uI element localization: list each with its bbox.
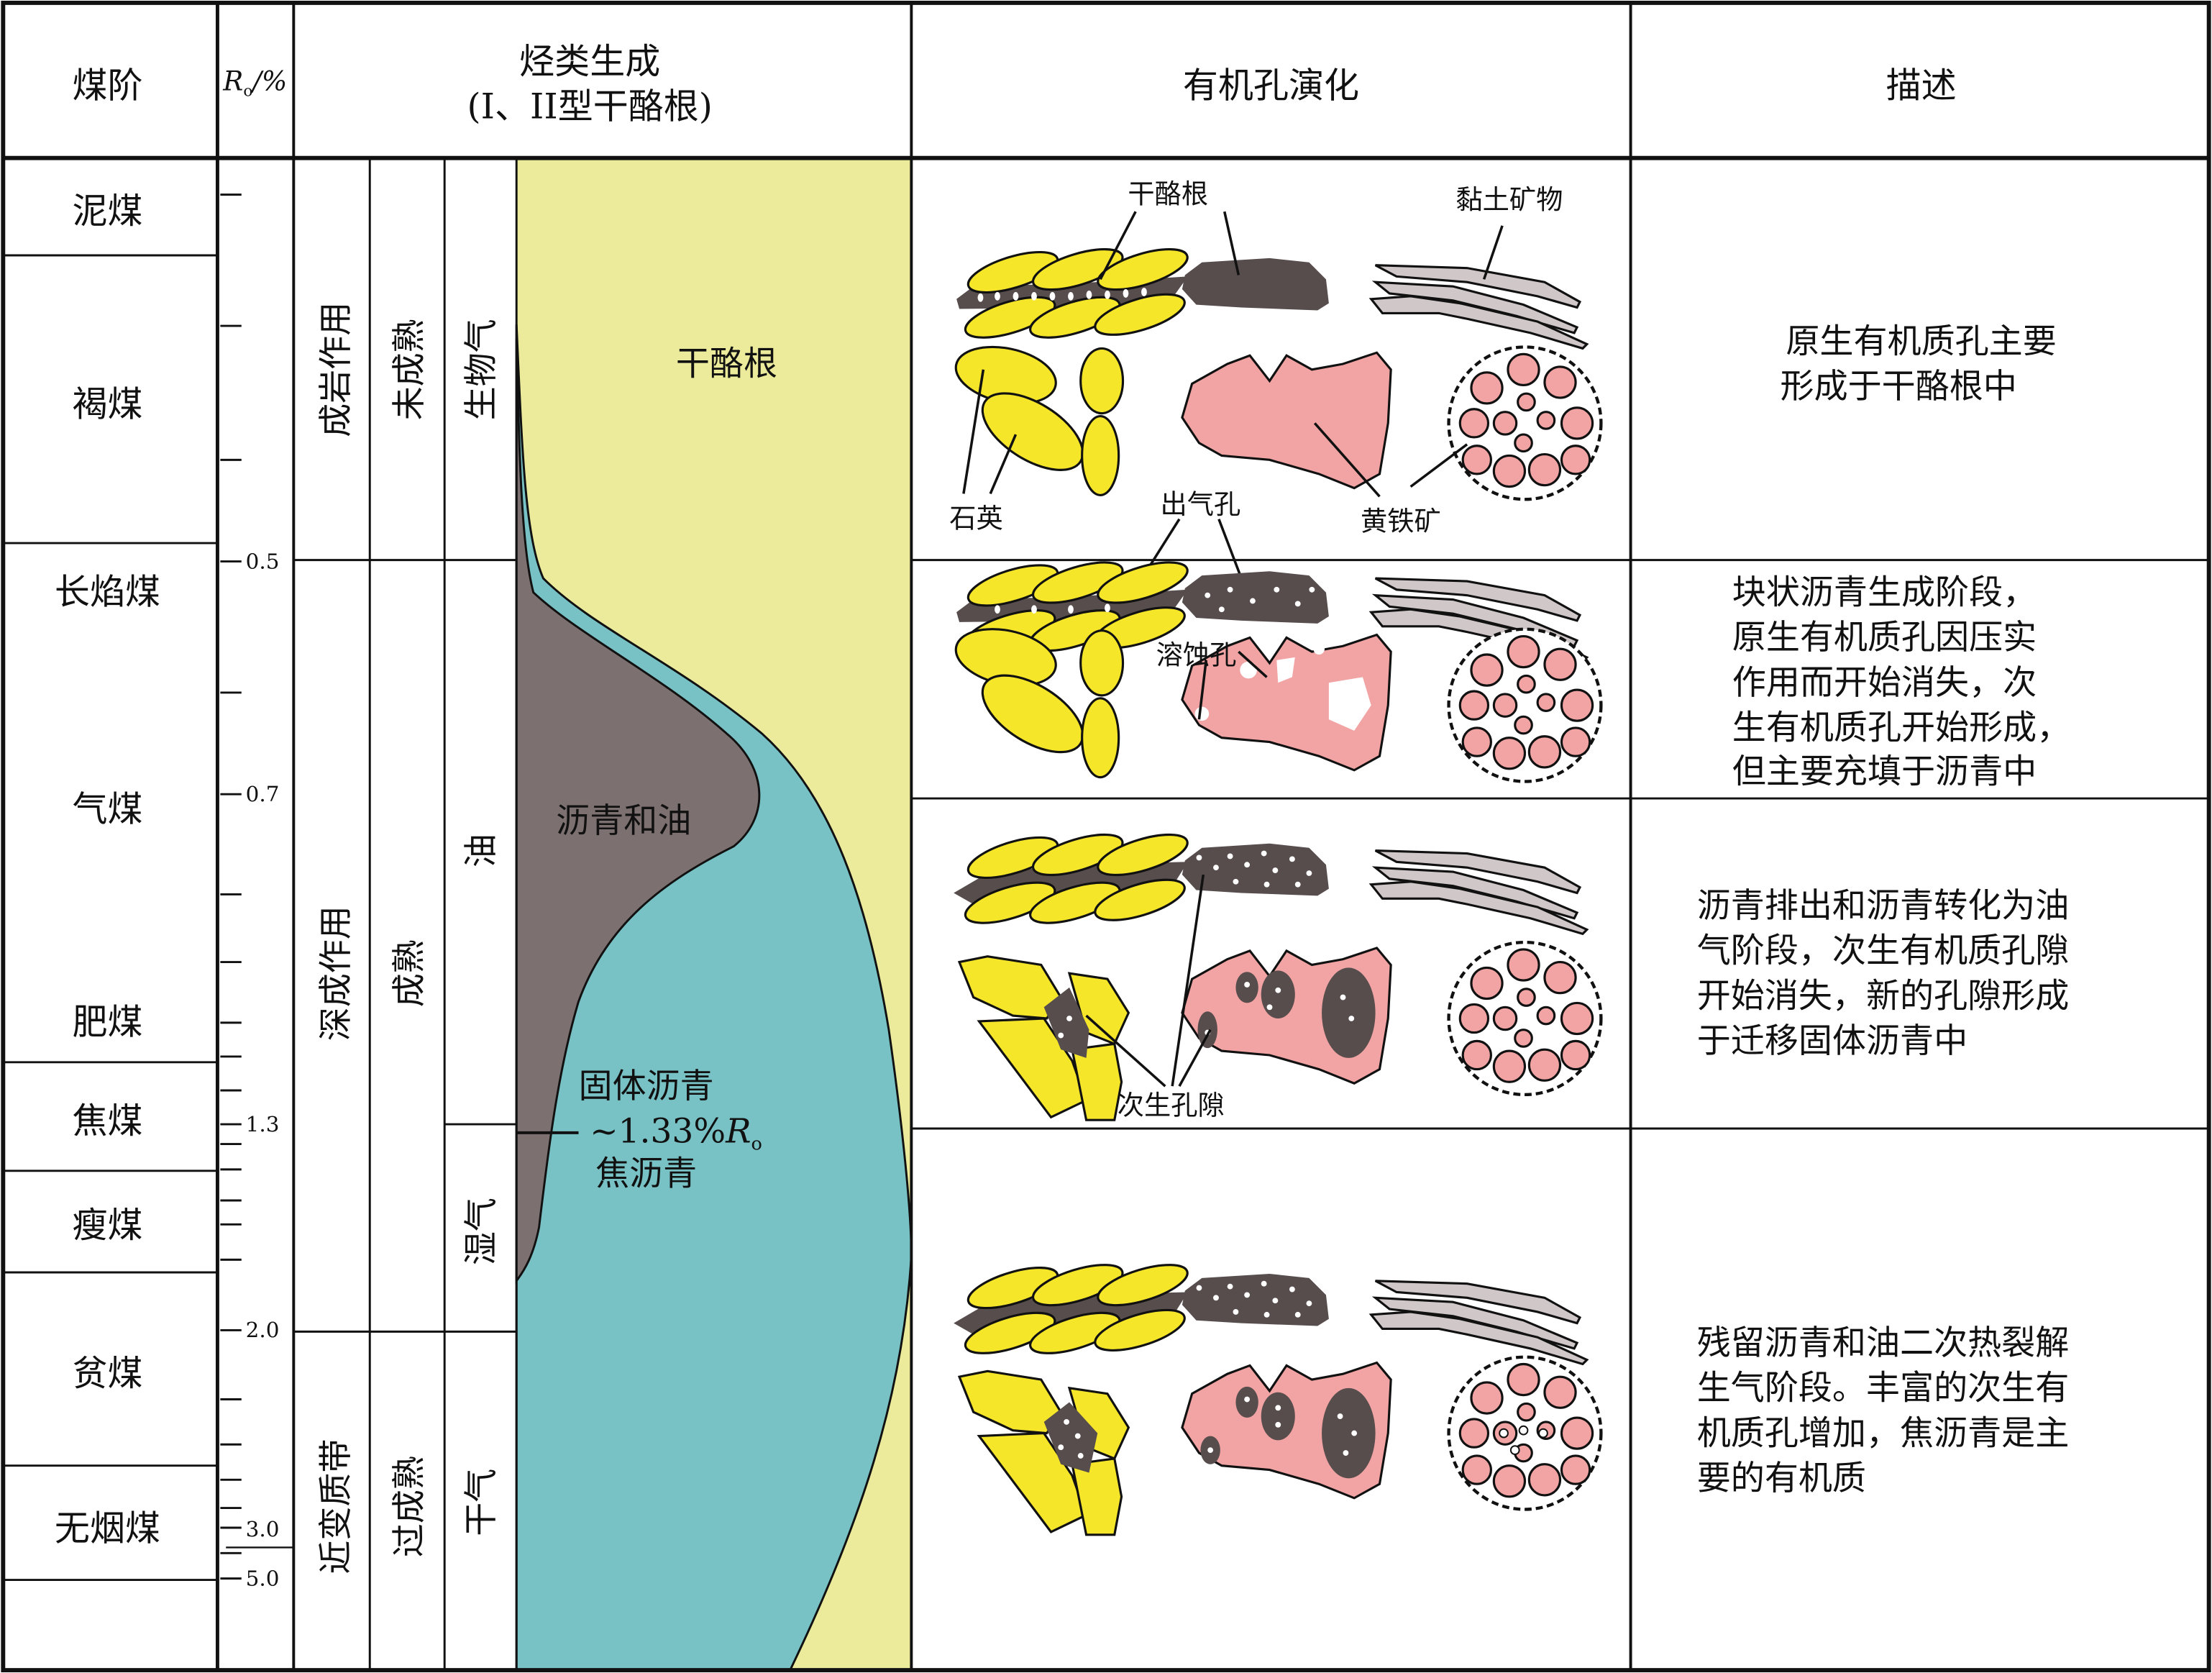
ro-tick-label: 1.3	[246, 1112, 280, 1136]
maturity-label: 未成熟	[390, 319, 429, 420]
stage-label: 成岩作用	[316, 302, 356, 437]
header-kerogen-type: (I、II型干酪根)	[467, 86, 712, 127]
product-label: 油	[462, 834, 501, 867]
hydrocarbon-chart: 干酪根 沥青和油 固体沥青 ~1.33%Ro 焦沥青	[515, 159, 913, 1672]
coal-rank-label: 长焰煤	[55, 570, 160, 612]
coal-rank-label: 无烟煤	[55, 1508, 160, 1549]
description-row-4: 残留沥青和油二次热裂解生气阶段。丰富的次生有机质孔增加，焦沥青是主要的有机质	[1697, 1323, 2070, 1498]
annotation-arrows	[962, 211, 1504, 601]
coal-rank-label: 气煤	[72, 788, 142, 829]
product-label: 湿气	[462, 1198, 501, 1265]
coal-rank-label: 贫煤	[72, 1352, 142, 1394]
solid-bitumen-label: 固体沥青	[579, 1067, 714, 1106]
header-hydrocarbon: 烃类生成	[519, 40, 660, 82]
coal-rank-label: 泥煤	[72, 190, 142, 232]
coal-rank-label: 肥煤	[72, 1001, 142, 1043]
coal-rank-label: 褐煤	[72, 383, 142, 425]
label-pyrite: 黄铁矿	[1361, 505, 1441, 537]
header-ro: Ro/%	[222, 65, 287, 101]
ro-tick-label: 0.7	[246, 782, 280, 806]
label-secondary-pores: 次生孔隙	[1118, 1089, 1225, 1121]
stage-label: 深成作用	[316, 906, 356, 1041]
ro-tick-labels: 0.5 0.7 1.3 2.0 3.0 5.0	[246, 549, 280, 1590]
product-label: 干气	[462, 1469, 501, 1536]
label-kerogen: 干酪根	[1128, 178, 1208, 209]
pyrobitumen-label: 焦沥青	[595, 1154, 697, 1193]
table-header: 煤阶 Ro/% 烃类生成 (I、II型干酪根) 有机孔演化 描述	[72, 40, 1956, 127]
coal-rank-label: 瘦煤	[72, 1204, 142, 1246]
ro-tick-label: 5.0	[246, 1566, 280, 1590]
header-description: 描述	[1886, 64, 1957, 106]
description-row-2: 块状沥青生成阶段，原生有机质孔因压实作用而开始消失，次生有机质孔开始形成，但主要…	[1732, 573, 2070, 791]
kerogen-area-label: 干酪根	[676, 345, 777, 384]
product-label: 生物气	[462, 319, 501, 420]
description-column: 原生有机质孔主要形成于干酪根中 块状沥青生成阶段，原生有机质孔因压实作用而开始消…	[1697, 322, 2071, 1498]
pore-row-4	[954, 1255, 1589, 1366]
ro-tick-label: 3.0	[246, 1517, 280, 1541]
secondary-pore-arrows	[1085, 874, 1212, 1088]
maturity-label: 过成熟	[390, 1456, 429, 1557]
label-vent-pore: 出气孔	[1161, 488, 1241, 520]
pore-row-4-lower	[957, 1357, 1601, 1536]
ro-axis	[220, 193, 242, 1580]
bitumen-oil-label: 沥青和油	[556, 801, 691, 841]
ro-tick-label: 2.0	[246, 1318, 280, 1342]
coal-rank-label: 焦煤	[72, 1100, 142, 1141]
header-pore-evolution: 有机孔演化	[1183, 64, 1359, 106]
pore-row-2-lower	[954, 621, 1601, 782]
threshold-label: ~1.33%Ro	[590, 1112, 762, 1155]
bitumen-oil-area	[515, 338, 761, 1285]
label-dissolution-pore: 溶蚀孔	[1156, 639, 1237, 671]
header-coal-rank: 煤阶	[72, 64, 142, 106]
pore-row-3-lower	[957, 942, 1601, 1121]
pore-row-1: 干酪根 黏土矿物 石英 出气孔 黄铁矿	[949, 178, 1601, 601]
label-quartz: 石英	[949, 502, 1003, 534]
coal-rank-column: 泥煤 褐煤 长焰煤 气煤 肥煤 焦煤 瘦煤 贫煤 无烟煤	[55, 190, 160, 1549]
ro-tick-label: 0.5	[246, 549, 280, 573]
pore-row-2	[956, 552, 1589, 663]
pore-row-3	[954, 825, 1589, 935]
label-clay-minerals: 黏土矿物	[1455, 183, 1563, 215]
stage-columns: 成岩作用 深成作用 近变质带 未成熟 成熟 过成熟 生物气 油 湿气 干气	[316, 302, 501, 1574]
description-row-3: 沥青排出和沥青转化为油气阶段，次生有机质孔隙开始消失，新的孔隙形成于迁移固体沥青…	[1697, 886, 2070, 1061]
description-row-1: 原生有机质孔主要形成于干酪根中	[1781, 322, 2057, 406]
maturity-label: 成熟	[390, 939, 429, 1007]
stage-label: 近变质带	[316, 1439, 356, 1574]
